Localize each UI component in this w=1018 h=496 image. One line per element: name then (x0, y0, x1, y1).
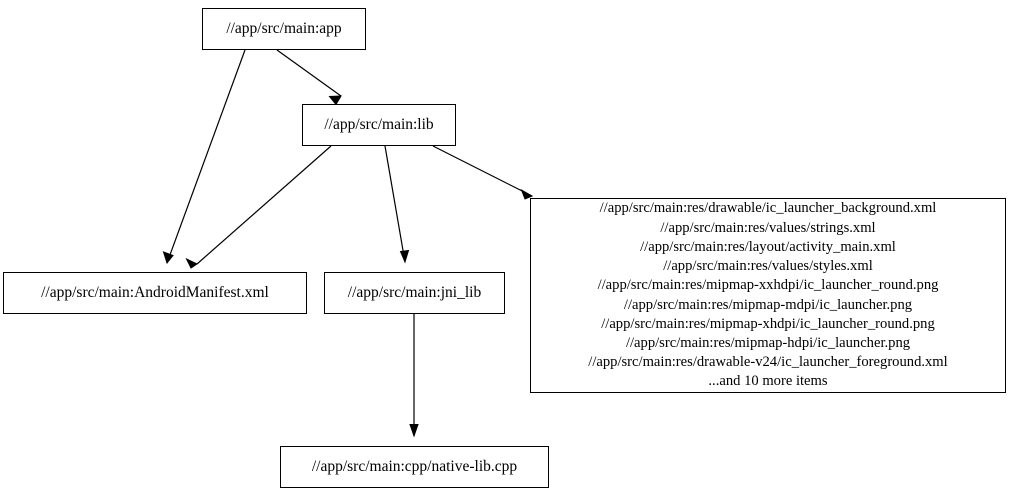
edge-app-to-manifest-arrowhead-icon (162, 251, 174, 265)
node-jni-lib-label: //app/src/main:jni_lib (347, 284, 482, 302)
node-app[interactable]: //app/src/main:app (202, 8, 366, 50)
node-android-manifest[interactable]: //app/src/main:AndroidManifest.xml (3, 272, 307, 314)
node-resources[interactable]: //app/src/main:res/drawable/ic_launcher_… (530, 198, 1006, 393)
node-jni-lib[interactable]: //app/src/main:jni_lib (324, 272, 505, 314)
edge-app-to-manifest (166, 49, 246, 264)
edge-jni-lib-to-native-lib-arrowhead-icon (409, 424, 419, 438)
edge-lib-to-jni-lib-arrowhead-icon (399, 249, 410, 264)
node-android-manifest-label: //app/src/main:AndroidManifest.xml (41, 284, 269, 302)
edge-lib-to-manifest (196, 145, 332, 265)
edge-lib-to-jni-lib (384, 145, 406, 263)
node-native-lib-cpp[interactable]: //app/src/main:cpp/native-lib.cpp (280, 446, 549, 488)
node-lib[interactable]: //app/src/main:lib (302, 104, 456, 146)
node-lib-label: //app/src/main:lib (324, 116, 434, 134)
edge-lib-to-resources (432, 145, 533, 197)
node-native-lib-cpp-label: //app/src/main:cpp/native-lib.cpp (311, 458, 518, 476)
edge-app-to-lib (276, 49, 342, 97)
edge-lib-to-manifest-arrowhead-icon (185, 257, 199, 269)
node-app-label: //app/src/main:app (226, 20, 342, 38)
node-resources-label: //app/src/main:res/drawable/ic_launcher_… (588, 200, 948, 390)
